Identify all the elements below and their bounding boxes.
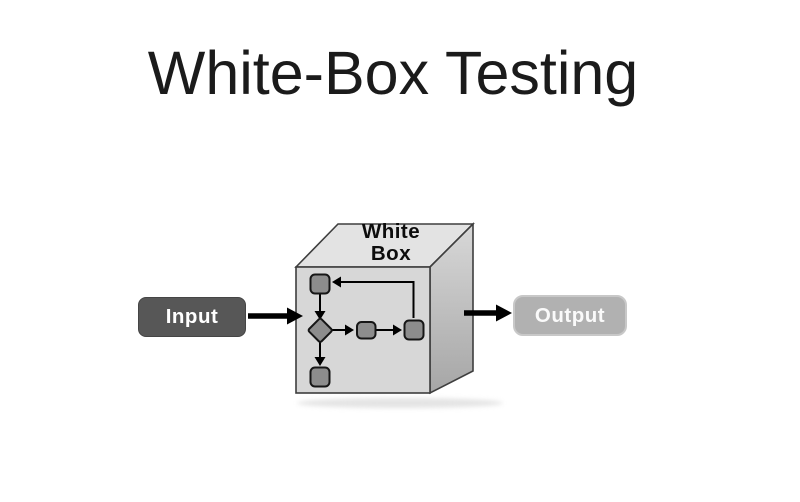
flow-node-step2: [356, 321, 377, 340]
input-box-label: Input: [165, 305, 219, 328]
input-arrow: [248, 307, 303, 325]
output-arrow: [464, 304, 512, 322]
flow-node-step3: [403, 319, 425, 341]
white-box-label-line1: White: [361, 220, 421, 243]
flow-node-decision-diamond: [307, 317, 333, 343]
input-box: Input: [138, 297, 246, 337]
page-title: White-Box Testing: [147, 39, 639, 107]
white-box-label-line2: Box: [370, 241, 412, 265]
output-box: Output: [513, 295, 627, 336]
flow-edge-step2-to-step3: [376, 324, 402, 336]
output-box-label: Output: [534, 303, 606, 327]
flow-edge-start-to-decision: [314, 294, 326, 320]
flow-edge-decision-to-step2: [331, 324, 354, 336]
flow-edge-feedback-loop: [332, 276, 415, 318]
white-box-label: White Box: [331, 221, 451, 264]
cube-shadow: [297, 398, 503, 408]
flow-node-end: [309, 366, 331, 388]
flow-node-start: [309, 273, 331, 295]
flow-edge-decision-to-end: [314, 341, 326, 366]
